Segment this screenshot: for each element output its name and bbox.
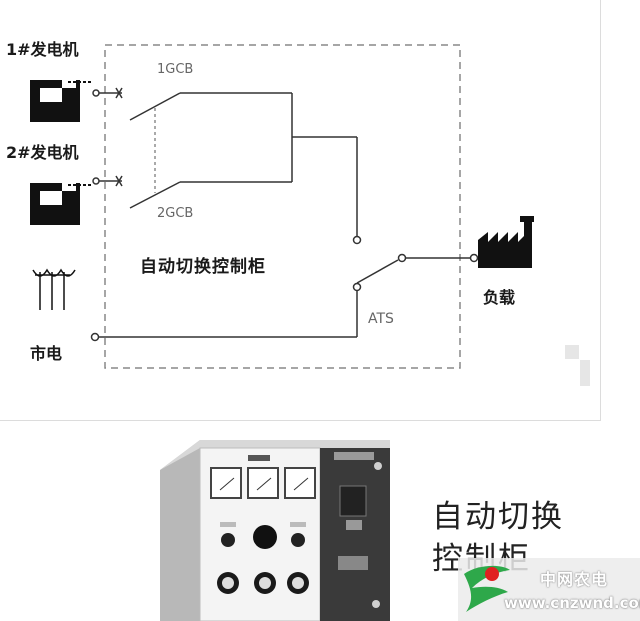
- gen1-feed-line: [92, 87, 123, 99]
- watermark-url[interactable]: www.cnzwnd.com: [504, 594, 640, 612]
- breaker-2-label: 2GCB: [157, 206, 194, 221]
- wiring-diagram-panel: 1#发电机 2#发电机 市电 1GCB 2GCB 自动切换控制柜 ATS 负载: [0, 0, 601, 421]
- watermark-site-name: 中网农电: [540, 570, 609, 589]
- generator-1-label: 1#发电机: [6, 40, 79, 59]
- site-logo-icon: [464, 565, 510, 612]
- mains-tower-icon: [32, 268, 76, 310]
- breaker-1-label: 1GCB: [157, 62, 194, 77]
- ats-switch: [352, 253, 479, 292]
- cabinet-label: 自动切换控制柜: [140, 257, 266, 277]
- ats-label: ATS: [368, 311, 394, 327]
- generator-2-label: 2#发电机: [6, 143, 79, 162]
- generator-1-icon: [30, 80, 92, 122]
- load-label: 负载: [483, 288, 516, 307]
- breaker-1gcb: [129, 92, 293, 182]
- gen2-feed-line: [92, 175, 123, 187]
- breaker-2gcb: [129, 181, 292, 209]
- mains-feed-line: [90, 291, 358, 342]
- generator-2-icon: [30, 183, 92, 225]
- faint-decoration: [565, 345, 590, 386]
- generator-bus-line: [292, 136, 362, 245]
- site-watermark: 中网农电 www.cnzwnd.com: [458, 558, 640, 621]
- factory-icon: [478, 216, 534, 268]
- cabinet-boundary: [104, 44, 461, 369]
- photo-caption-line1: 自动切换: [432, 499, 564, 535]
- wiring-diagram: [30, 44, 590, 386]
- mains-label: 市电: [30, 344, 63, 363]
- cabinet-illustration: [160, 440, 390, 621]
